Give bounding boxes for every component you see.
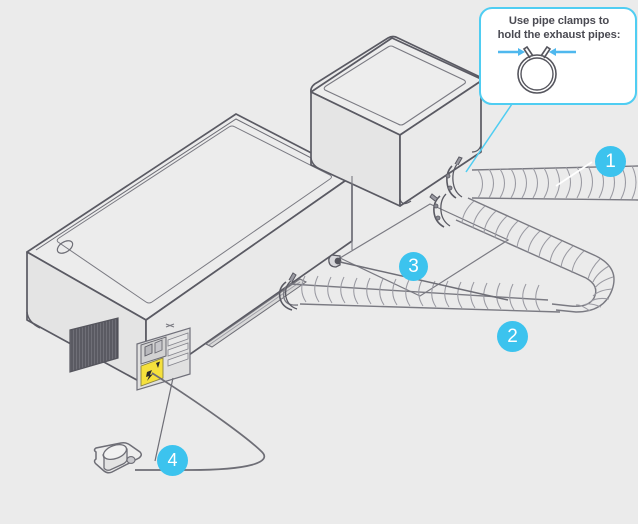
dryer-upper-unit [310, 35, 483, 207]
pipe-clamp-upper-port [445, 156, 463, 199]
pipe-clamp-washer-port [278, 272, 298, 311]
callout-badge-3[interactable]: 3 [399, 252, 428, 281]
side-vent-grille [69, 317, 119, 373]
callout-box [479, 7, 637, 105]
leader-line-4 [154, 377, 174, 462]
high-voltage-warning-label [140, 357, 164, 387]
callout-line-2: hold the exhaust pipes: [497, 29, 621, 41]
callout-text: Use pipe clamps to hold the exhaust pipe… [487, 14, 631, 42]
callout-badge-1[interactable]: 1 [595, 146, 626, 177]
washer-lower-unit [26, 113, 353, 391]
rear-service-panel [136, 323, 191, 391]
arrow-left-icon [549, 48, 576, 56]
pipe-clamp-lower-port [429, 193, 451, 228]
leader-line-1 [555, 161, 593, 187]
corrugated-exhaust-hose-lower [282, 197, 615, 313]
callout-line-1: Use pipe clamps to [508, 15, 610, 27]
mains-power-cable [135, 372, 265, 471]
callout-badge-4[interactable]: 4 [157, 445, 188, 476]
callout-leader-line [465, 103, 513, 173]
callout-badge-2[interactable]: 2 [497, 321, 528, 352]
front-indicator-button [56, 240, 74, 254]
washer-rear-outlet-port [328, 176, 509, 301]
pipe-clamp-icon [498, 45, 576, 94]
arrow-right-icon [498, 48, 525, 56]
corrugated-exhaust-hose-upper [471, 165, 638, 201]
mains-power-plug [93, 442, 143, 474]
power-inlet-socket [144, 343, 153, 357]
